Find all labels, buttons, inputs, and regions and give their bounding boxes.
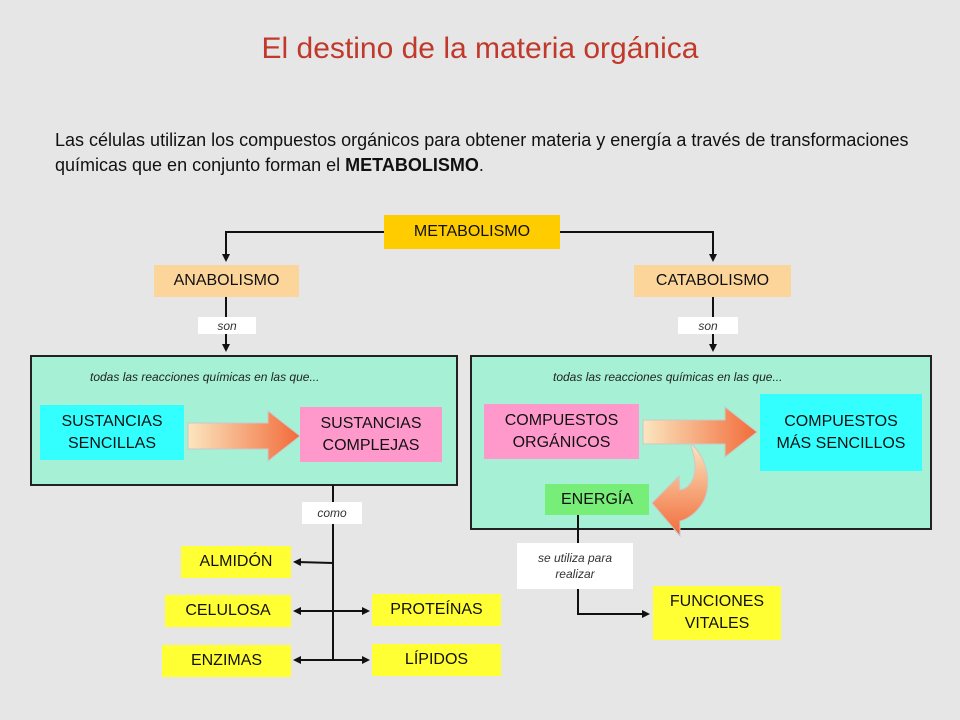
anabolismo-son-label: son bbox=[198, 317, 256, 334]
compuestos-organicos-node: COMPUESTOS ORGÁNICOS bbox=[484, 404, 639, 459]
catabolismo-node: CATABOLISMO bbox=[634, 265, 791, 297]
se-utiliza-label: se utiliza para realizar bbox=[517, 543, 633, 589]
catabolismo-panel-caption: todas las reacciones químicas en las que… bbox=[553, 370, 783, 384]
anabolismo-transform-arrow bbox=[187, 409, 301, 463]
energia-curved-arrow bbox=[651, 441, 709, 538]
example-almidon: ALMIDÓN bbox=[181, 546, 291, 578]
example-almidon-line bbox=[293, 558, 334, 567]
intro-paragraph: Las células utilizan los compuestos orgá… bbox=[55, 128, 915, 178]
root-to-catabolismo-line bbox=[560, 231, 717, 262]
energia-node: ENERGÍA bbox=[545, 484, 649, 515]
compuestos-mas-sencillos-node: COMPUESTOS MÁS SENCILLOS bbox=[760, 394, 922, 471]
example-enzimas: ENZIMAS bbox=[162, 645, 291, 677]
example-proteinas: PROTEÍNAS bbox=[372, 594, 501, 626]
page-title: El destino de la materia orgánica bbox=[261, 32, 699, 65]
anabolismo-node: ANABOLISMO bbox=[154, 265, 299, 297]
catabolismo-son-label: son bbox=[678, 317, 738, 334]
sustancias-sencillas-node: SUSTANCIAS SENCILLAS bbox=[40, 405, 184, 460]
example-lipidos: LÍPIDOS bbox=[372, 644, 501, 676]
root-to-anabolismo-line bbox=[222, 231, 384, 262]
example-celulosa: CELULOSA bbox=[165, 595, 291, 627]
catabolismo-transform-arrow bbox=[642, 405, 758, 459]
intro-text-end: . bbox=[478, 155, 484, 175]
funciones-vitales-node: FUNCIONES VITALES bbox=[653, 586, 781, 640]
sustancias-complejas-node: SUSTANCIAS COMPLEJAS bbox=[300, 407, 442, 462]
intro-text: Las células utilizan los compuestos orgá… bbox=[55, 130, 909, 175]
intro-emphasis: METABOLISMO bbox=[345, 155, 479, 175]
metabolismo-node: METABOLISMO bbox=[384, 215, 560, 249]
anabolismo-panel-caption: todas las reacciones químicas en las que… bbox=[90, 370, 320, 384]
como-label: como bbox=[302, 502, 362, 524]
